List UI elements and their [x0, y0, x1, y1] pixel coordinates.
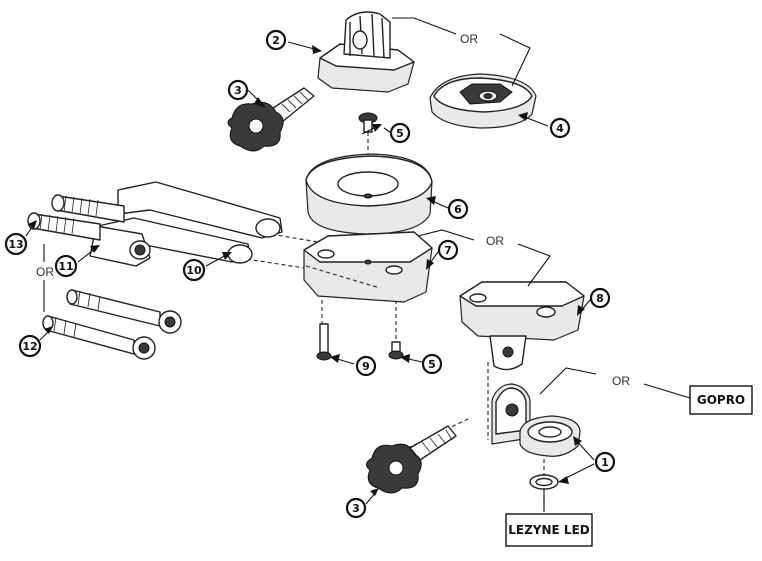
callout-3-bottom-label: 3 — [352, 502, 360, 515]
callout-7-label: 7 — [444, 244, 452, 257]
callout-3-top: 3 — [227, 79, 249, 101]
callout-9: 9 — [355, 355, 377, 377]
callout-7: 7 — [437, 239, 459, 261]
callout-11: 11 — [54, 254, 78, 278]
callout-9-label: 9 — [362, 360, 370, 373]
callout-4-label: 4 — [556, 122, 564, 135]
rubber-pad — [305, 153, 433, 235]
thumb-screw-bottom — [366, 425, 457, 494]
lezyne-led-label-box: LEZYNE LED — [505, 513, 593, 547]
callout-10-label: 10 — [186, 264, 202, 277]
callout-5-bottom: 5 — [421, 353, 443, 375]
callout-13: 13 — [4, 232, 28, 256]
gopro-label-box: GOPRO — [689, 385, 753, 415]
callout-3-bottom: 3 — [345, 497, 367, 519]
or-label-left: OR — [36, 265, 54, 279]
callout-6: 6 — [447, 198, 469, 220]
lezyne-led-label: LEZYNE LED — [508, 523, 589, 537]
thumb-screw-top — [227, 87, 315, 152]
small-screw-bottom — [388, 341, 404, 360]
callout-3-top-label: 3 — [234, 84, 242, 97]
callout-10: 10 — [182, 258, 206, 282]
gopro-label: GOPRO — [697, 393, 745, 407]
alternative-bolts-12 — [42, 289, 182, 360]
callout-8-label: 8 — [596, 292, 604, 305]
small-screw-top — [358, 112, 378, 133]
clamp-block — [303, 231, 433, 303]
callout-12-label: 12 — [22, 340, 37, 353]
or-label-middle: OR — [486, 234, 504, 248]
callout-5-top: 5 — [383, 122, 411, 144]
gopro-top-mount — [317, 11, 415, 93]
callout-1: 1 — [594, 451, 616, 473]
callout-leaders — [25, 41, 595, 505]
callout-11-label: 11 — [58, 260, 73, 273]
callout-6-label: 6 — [454, 203, 462, 216]
callout-2-label: 2 — [272, 34, 280, 47]
callout-5-bottom-label: 5 — [428, 358, 436, 371]
or-connector-lines — [43, 17, 691, 512]
bolt-9 — [316, 323, 332, 361]
callout-5-top-label: 5 — [396, 127, 404, 140]
or-label-right: OR — [612, 374, 630, 388]
lezyne-mount — [491, 383, 581, 457]
callout-2: 2 — [265, 29, 287, 51]
callout-8: 8 — [589, 287, 611, 309]
or-label-top: OR — [460, 32, 478, 46]
o-ring — [529, 474, 559, 490]
callout-4: 4 — [549, 117, 571, 139]
bracket-arms — [89, 181, 283, 267]
callout-12: 12 — [18, 334, 42, 358]
alternative-quick-mount — [429, 73, 537, 129]
gopro-adapter-block — [459, 281, 585, 371]
callout-13-label: 13 — [8, 238, 23, 251]
callout-1-label: 1 — [601, 456, 609, 469]
